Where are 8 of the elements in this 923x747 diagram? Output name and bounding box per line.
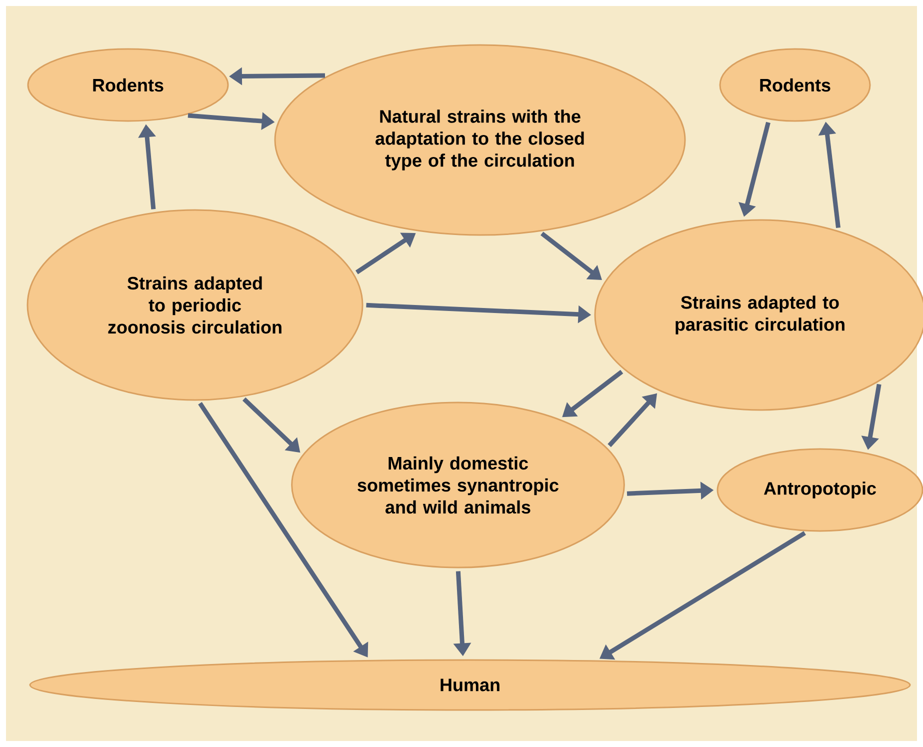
ellipse-node: Natural strains with the adaptation to the closed type of the circulation [274, 44, 686, 236]
ellipse-node: Human [29, 659, 911, 711]
ellipse-node: Antropotopic [716, 448, 923, 532]
ellipse-node: Strains adapted to parasitic circulation [594, 219, 923, 411]
ellipse-node: Rodents [27, 48, 229, 122]
ellipse-node: Strains adapted to periodic zoonosis circulation [26, 209, 364, 401]
ellipse-node: Rodents [719, 48, 871, 122]
ellipse-node: Mainly domestic sometimes synantropic and wild animals [291, 402, 625, 568]
